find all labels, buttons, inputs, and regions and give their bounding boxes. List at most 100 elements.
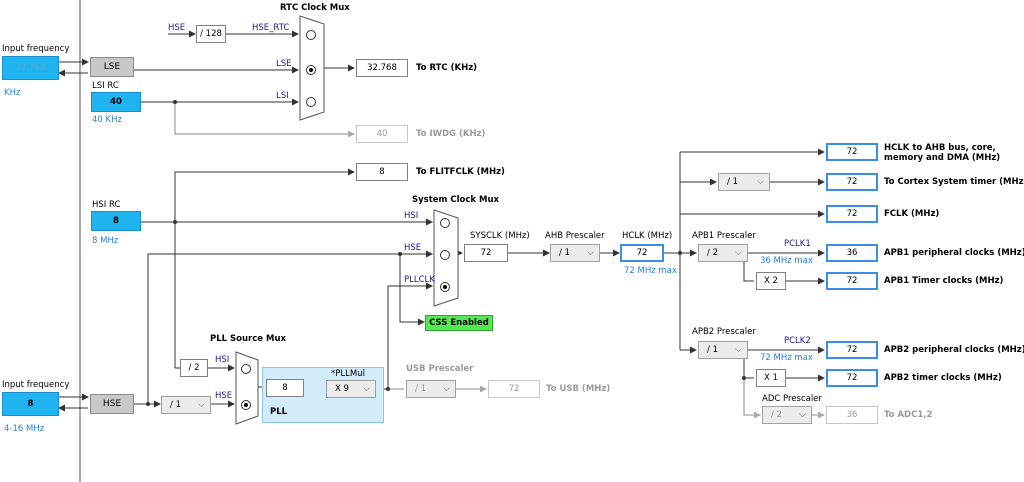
adc-prescaler-value: / 2 <box>771 410 782 420</box>
apb1-timer-label: APB1 Timer clocks (MHz) <box>884 276 1004 286</box>
hse-prescaler-select[interactable]: / 1 ⌵ <box>161 396 211 414</box>
hse-input-label: Input frequency <box>2 380 70 390</box>
pll-source-mux-title: PLL Source Mux <box>210 334 286 344</box>
ahb-bus-label-1: HCLK to AHB bus, core, <box>884 143 996 153</box>
usb-prescaler-label: USB Prescaler <box>406 364 474 374</box>
chevron-down-icon: ⌵ <box>799 410 806 420</box>
rtc-div128: / 128 <box>196 25 226 43</box>
apb2-periph-value[interactable]: 72 <box>826 341 878 359</box>
pll-src-radio-hsi[interactable] <box>241 364 251 374</box>
apb1-timer-value[interactable]: 72 <box>826 272 878 290</box>
rtc-opt-lsi: LSI <box>276 91 289 101</box>
lse-input-unit: KHz <box>4 88 21 98</box>
system-mux-title: System Clock Mux <box>412 195 500 205</box>
css-enabled-button[interactable]: CSS Enabled <box>425 315 493 331</box>
lsi-value: 40 <box>91 92 141 112</box>
adc-prescaler-select[interactable]: / 2 ⌵ <box>762 406 812 424</box>
rtc-radio-lsi[interactable] <box>306 97 316 107</box>
iwdg-output-value: 40 <box>356 125 408 143</box>
rtc-output-value: 32.768 <box>356 59 408 77</box>
system-radio-pllclk[interactable] <box>440 282 450 292</box>
hse-block: HSE <box>90 394 134 414</box>
pllmul-value: X 9 <box>335 384 349 394</box>
cortex-prescaler-value: / 1 <box>727 177 738 187</box>
ahb-prescaler-value: / 1 <box>559 248 570 258</box>
hsi-title: HSI RC <box>92 200 121 210</box>
pllmul-label: *PLLMul <box>331 369 365 379</box>
system-opt-hse: HSE <box>404 243 422 253</box>
pll-source-mux-shape <box>235 351 259 425</box>
usb-output-label: To USB (MHz) <box>546 384 611 394</box>
hsi-value: 8 <box>91 211 141 231</box>
lse-block: LSE <box>90 57 134 77</box>
rtc-radio-lse[interactable] <box>306 65 316 75</box>
ahb-bus-label-2: memory and DMA (MHz) <box>884 153 1001 163</box>
pll-src-radio-hse[interactable] <box>241 400 251 410</box>
apb2-prescaler-label: APB2 Prescaler <box>692 327 756 337</box>
system-opt-hsi: HSI <box>404 211 419 221</box>
flitf-output-label: To FLITFCLK (MHz) <box>416 167 505 177</box>
ahb-prescaler-select[interactable]: / 1 ⌵ <box>550 244 600 262</box>
sysclk-label: SYSCLK (MHz) <box>470 231 530 241</box>
hclk-max: 72 MHz max <box>624 266 677 276</box>
usb-prescaler-value: / 1 <box>415 384 426 394</box>
chevron-down-icon: ⌵ <box>735 248 742 258</box>
chevron-down-icon: ⌵ <box>757 177 764 187</box>
apb1-prescaler-label: APB1 Prescaler <box>692 231 756 241</box>
pclk1-max: 36 MHz max <box>760 256 813 266</box>
rtc-radio-hse-rtc[interactable] <box>306 30 316 40</box>
apb2-timer-value[interactable]: 72 <box>826 369 878 387</box>
chevron-down-icon: ⌵ <box>443 384 450 394</box>
apb2-prescaler-value: / 1 <box>707 345 718 355</box>
ahb-bus-value[interactable]: 72 <box>826 143 878 161</box>
chevron-down-icon: ⌵ <box>587 248 594 258</box>
system-radio-hse[interactable] <box>440 250 450 260</box>
pclk1-label: PCLK1 <box>784 239 811 249</box>
apb1-prescaler-value: / 2 <box>707 248 718 258</box>
hclk-label: HCLK (MHz) <box>622 231 673 241</box>
pll-src-opt-hse: HSE <box>215 391 233 401</box>
apb1-prescaler-select[interactable]: / 2 ⌵ <box>698 244 748 262</box>
adc-prescaler-label: ADC Prescaler <box>762 394 822 404</box>
fclk-value[interactable]: 72 <box>826 205 878 223</box>
chevron-down-icon: ⌵ <box>363 384 370 394</box>
apb2-prescaler-select[interactable]: / 1 ⌵ <box>698 341 748 359</box>
sysclk-value: 72 <box>464 244 508 262</box>
hsi-div2: / 2 <box>180 359 208 377</box>
usb-output-value: 72 <box>488 380 540 398</box>
ahb-label: AHB Prescaler <box>545 231 605 241</box>
lse-input-label: Input frequency <box>2 44 70 54</box>
apb2-timer-label: APB2 timer clocks (MHz) <box>884 373 1002 383</box>
apb1-timer-multiplier: X 2 <box>756 272 786 290</box>
apb2-timer-multiplier: X 1 <box>756 369 786 387</box>
pll-input-value: 8 <box>266 379 304 397</box>
lse-input-frequency[interactable]: 32.768 <box>2 56 59 80</box>
cortex-prescaler-select[interactable]: / 1 ⌵ <box>718 173 770 191</box>
rtc-opt-lse: LSE <box>276 59 292 69</box>
lsi-title: LSI RC <box>92 81 119 91</box>
pll-src-opt-hsi: HSI <box>215 355 230 365</box>
pllmul-select[interactable]: X 9 ⌵ <box>326 380 376 398</box>
adc-value: 36 <box>826 406 878 424</box>
rtc-mux-hse-in: HSE <box>168 23 186 33</box>
rtc-mux-title: RTC Clock Mux <box>280 3 350 13</box>
chevron-down-icon: ⌵ <box>735 345 742 355</box>
flitf-output-value: 8 <box>356 163 408 181</box>
fclk-label: FCLK (MHz) <box>884 209 940 219</box>
apb1-periph-value[interactable]: 36 <box>826 244 878 262</box>
chevron-down-icon: ⌵ <box>198 400 205 410</box>
pll-title: PLL <box>270 407 288 417</box>
apb2-periph-label: APB2 peripheral clocks (MHz) <box>884 345 1024 355</box>
usb-prescaler-select[interactable]: / 1 ⌵ <box>406 380 456 398</box>
pclk2-label: PCLK2 <box>784 336 811 346</box>
system-radio-hsi[interactable] <box>440 218 450 228</box>
adc-label: To ADC1,2 <box>884 410 933 420</box>
system-opt-pllclk: PLLCLK <box>404 275 435 285</box>
hclk-value[interactable]: 72 <box>620 244 664 262</box>
hse-input-range: 4-16 MHz <box>4 424 45 434</box>
hse-prescaler-value: / 1 <box>170 400 181 410</box>
iwdg-output-label: To IWDG (KHz) <box>416 129 486 139</box>
cortex-value[interactable]: 72 <box>826 173 878 191</box>
hse-input-frequency[interactable]: 8 <box>2 392 59 416</box>
